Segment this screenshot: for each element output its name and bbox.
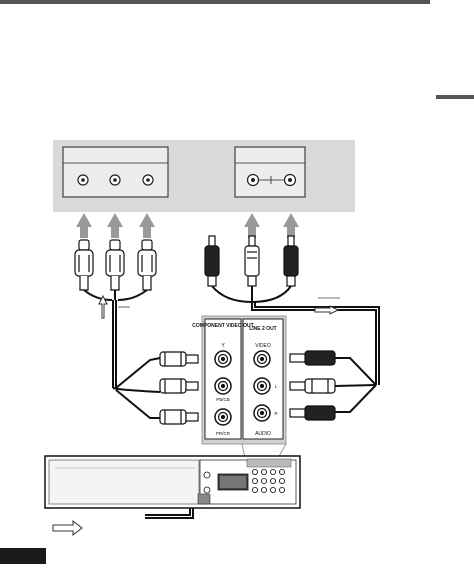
av-cable-plugs-top	[204, 235, 299, 287]
av-plugs-right	[289, 350, 336, 421]
tv-component-input-jacks	[62, 146, 169, 198]
y-label: Y	[221, 343, 225, 349]
pr-cr-label: PR/CR	[216, 431, 231, 436]
tv-audio-input-jacks	[234, 146, 306, 198]
device-output-panel: COMPONENT VIDEO OUT LINE 2 OUT Y PB/CB P…	[192, 315, 287, 445]
component-jacks	[214, 350, 232, 426]
pb-cb-label: PB/CB	[216, 397, 230, 402]
audio-label: AUDIO	[255, 431, 271, 437]
line2-jacks	[253, 350, 271, 422]
header-rule	[0, 0, 430, 4]
video-label: VIDEO	[255, 343, 271, 349]
l-label: L	[275, 384, 278, 389]
component-video-out-label: COMPONENT VIDEO OUT	[192, 323, 253, 329]
cable-lines	[83, 285, 380, 519]
r-label: R	[274, 411, 278, 416]
page-edge-tab	[436, 95, 474, 99]
component-cable-plugs-top	[74, 239, 157, 291]
dvd-recorder-rear	[44, 455, 301, 509]
direction-arrow-outline	[52, 294, 340, 537]
tv-input-area	[53, 140, 355, 212]
component-plugs-left	[159, 351, 199, 425]
label-callouts	[118, 297, 340, 308]
line2-out-label: LINE 2 OUT	[249, 326, 277, 332]
signal-arrows	[76, 213, 299, 238]
section-marker-bar	[0, 548, 46, 564]
